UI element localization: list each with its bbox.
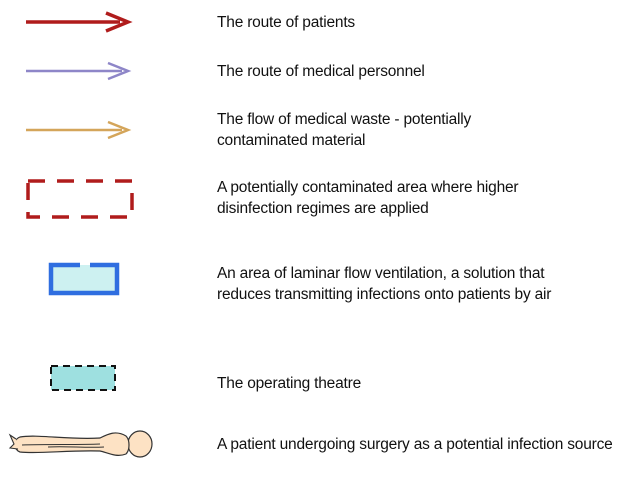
black-dashed-rectangle-icon xyxy=(50,365,116,391)
red-dashed-rectangle-icon xyxy=(26,179,134,219)
legend-label-medical-waste: The flow of medical waste - potentially … xyxy=(217,111,472,149)
tan-arrow-icon xyxy=(26,120,132,140)
purple-arrow-icon xyxy=(26,61,132,81)
legend-label-personnel-route: The route of medical personnel xyxy=(217,63,425,80)
legend-label-patient-route: The route of patients xyxy=(217,14,355,31)
legend-label-contaminated-area: A potentially contaminated area where hi… xyxy=(217,179,519,217)
legend-label-laminar-flow: An area of laminar flow ventilation, a s… xyxy=(217,265,552,303)
blue-rectangle-icon xyxy=(48,262,120,296)
patient-figure-icon xyxy=(8,430,153,458)
legend-label-operating-theatre: The operating theatre xyxy=(217,375,362,392)
legend-label-patient-source: A patient undergoing surgery as a potent… xyxy=(217,436,613,453)
red-arrow-icon xyxy=(26,11,133,33)
